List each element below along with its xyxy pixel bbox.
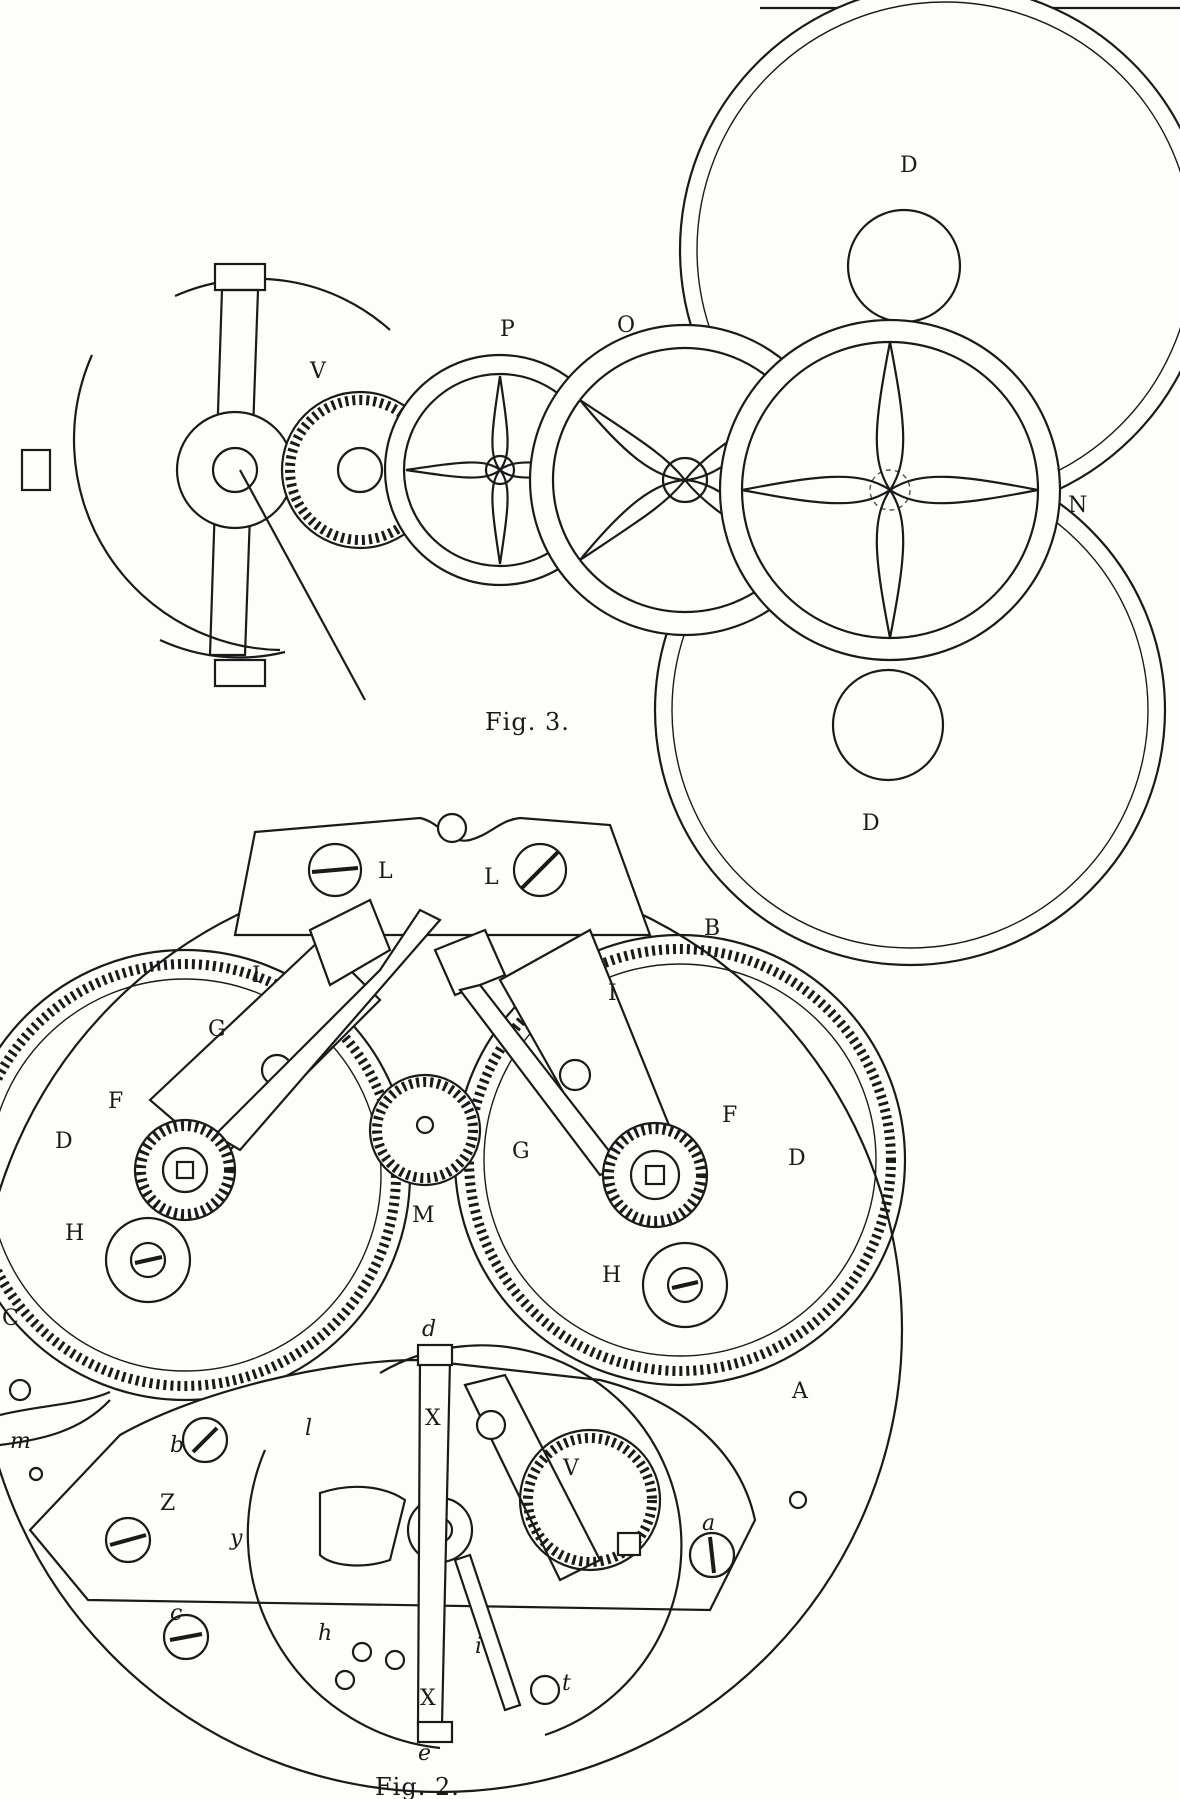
label-i-right: I [608, 981, 617, 1006]
label-h-small: h [318, 1621, 332, 1646]
label-x-top: X [425, 1406, 441, 1431]
label-c: C [2, 1306, 19, 1331]
label-i-left: I [252, 963, 261, 988]
label-l-small: l [305, 1416, 312, 1441]
wheel-n [718, 318, 1062, 662]
label-n: N [1068, 493, 1087, 518]
label-d-bottom: D [862, 811, 880, 836]
label-g-left: G [208, 1017, 226, 1042]
label-a-upper: A [791, 1379, 809, 1404]
label-v-fig2: V [562, 1456, 580, 1481]
label-d-small: d [422, 1317, 436, 1342]
label-f-right: F [722, 1103, 737, 1128]
label-f-left: F [108, 1089, 123, 1114]
label-y: y [229, 1526, 243, 1551]
label-a-small: a [702, 1511, 715, 1536]
label-l1: L [378, 859, 393, 884]
label-m-small: m [10, 1429, 31, 1454]
ratchet-left [133, 1118, 237, 1222]
label-o: O [617, 313, 635, 338]
label-l2: L [484, 865, 499, 890]
stopwork-right [641, 1241, 729, 1329]
stopwork-left [104, 1216, 192, 1304]
ratchet-right [601, 1121, 709, 1229]
figure-3: D P O V N D Fig. 3. [20, 0, 1180, 967]
balance-wheel [20, 262, 391, 701]
figure-3-caption: Fig. 3. [485, 708, 570, 736]
top-bridge [233, 812, 652, 937]
label-h-right: H [602, 1263, 621, 1288]
label-g-right: G [512, 1139, 530, 1164]
label-p: P [500, 317, 515, 342]
label-i-small: i [475, 1634, 482, 1659]
label-v: V [309, 359, 327, 384]
label-e-small: e [418, 1741, 431, 1766]
escape-wheel-v-fig2 [518, 1428, 662, 1572]
click-arm-left [148, 898, 442, 1162]
label-c-small: c [170, 1601, 182, 1626]
figure-2: L L B I I G G F F D D H H M C A d X X V … [0, 812, 907, 1799]
label-b-small: b [170, 1433, 184, 1458]
main-plate [0, 867, 903, 1793]
label-d-left: D [55, 1129, 73, 1154]
label-z: Z [160, 1491, 175, 1516]
label-d-top: D [900, 153, 918, 178]
label-b: B [704, 916, 720, 941]
figure-2-caption: Fig. 2. [375, 1773, 460, 1799]
label-h-left: H [65, 1221, 84, 1246]
label-t-small: t [562, 1671, 571, 1696]
center-wheel-m [368, 1073, 482, 1187]
label-m: M [412, 1203, 435, 1228]
label-x-bottom: X [420, 1686, 436, 1711]
label-d-right: D [788, 1146, 806, 1171]
